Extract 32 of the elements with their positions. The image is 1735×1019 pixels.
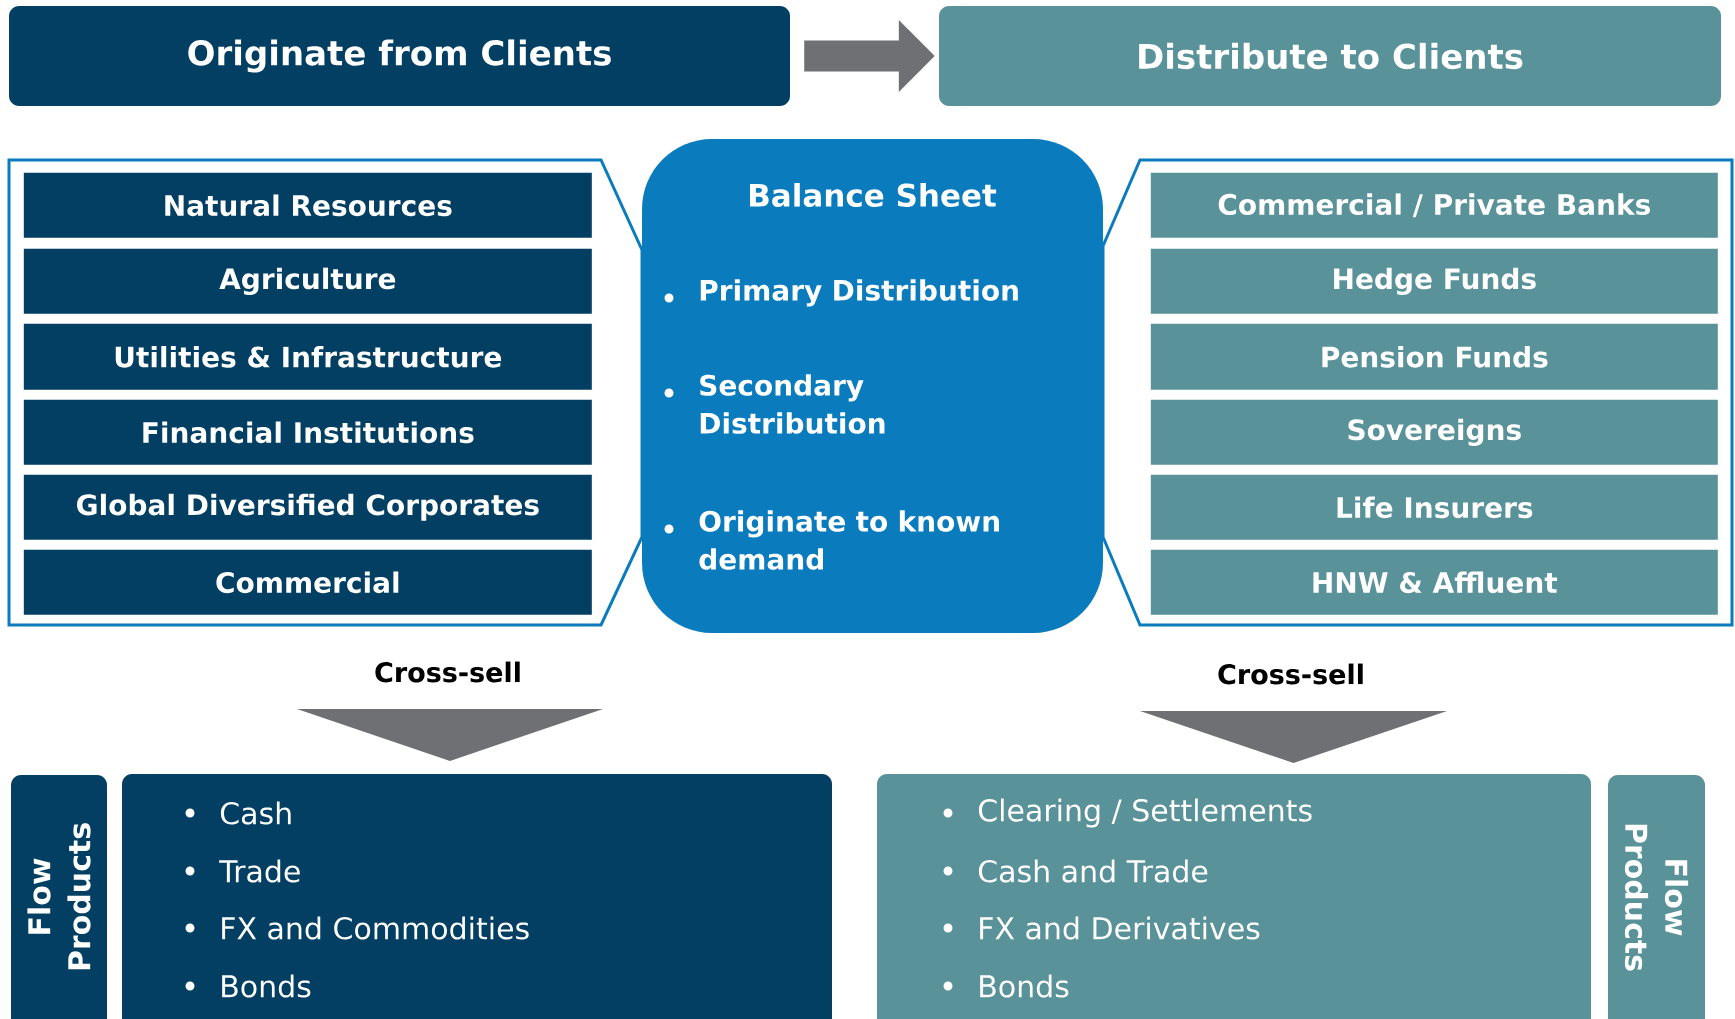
- client-box: Financial Institutions: [23, 399, 592, 465]
- box-title: Balance Sheet: [750, 183, 997, 207]
- flow-products-tab: Flow Products: [1608, 775, 1705, 1019]
- flow-products-tab: Flow Products: [11, 775, 107, 1019]
- client-box: HNW & Affluent: [1150, 549, 1718, 615]
- list-item: Primary Distribution: [700, 279, 1018, 307]
- client-box: Utilities & Infrastructure: [23, 323, 592, 390]
- list-item: Originate to known demand: [699, 510, 999, 570]
- client-box: Hedge Funds: [1150, 248, 1718, 314]
- list-item: Secondary Distribution: [700, 374, 885, 434]
- client-box: Life Insurers: [1150, 474, 1718, 540]
- list-item: Bonds: [222, 974, 311, 998]
- client-box: Agriculture: [23, 248, 592, 314]
- list-item: Trade: [219, 859, 300, 883]
- list-item: Cash: [220, 801, 291, 825]
- cross-sell-label: Cross-sell: [375, 661, 520, 683]
- client-box: Sovereigns: [1150, 399, 1718, 465]
- list-item: FX and Derivatives: [980, 916, 1260, 940]
- list-item: Clearing / Settlements: [978, 798, 1312, 828]
- header-box: Distribute to Clients: [939, 6, 1721, 106]
- list-item: Bonds: [980, 974, 1069, 998]
- list-item: Cash and Trade: [978, 859, 1208, 883]
- client-box: Commercial: [23, 549, 592, 615]
- bracket-panel: [7, 158, 644, 627]
- client-box: Natural Resources: [23, 172, 592, 238]
- client-box: Commercial / Private Banks: [1150, 172, 1718, 238]
- cross-sell-label: Cross-sell: [1218, 663, 1363, 685]
- header-box: Originate from Clients: [9, 6, 790, 106]
- client-box: Pension Funds: [1150, 323, 1718, 390]
- list-item: FX and Commodities: [222, 916, 529, 940]
- bracket-panel: [1101, 158, 1734, 627]
- client-box: Global Diversified Corporates: [23, 474, 592, 540]
